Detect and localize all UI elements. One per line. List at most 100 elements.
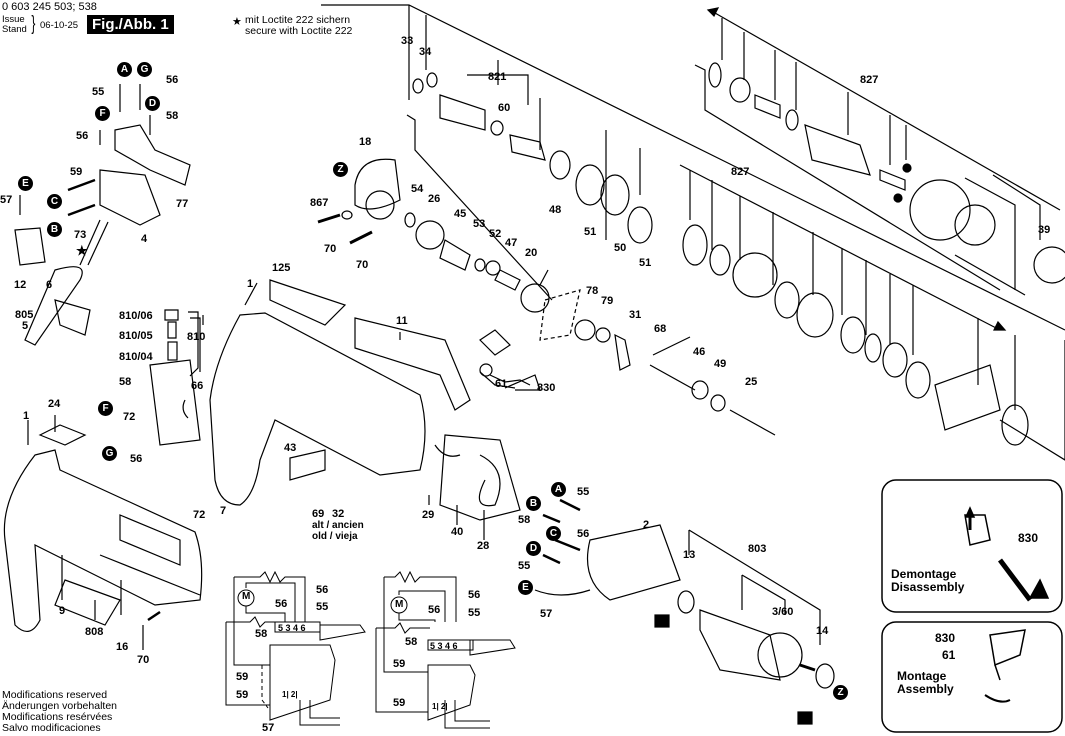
panel-part-830: 830 <box>1018 531 1039 545</box>
callout-18: 18 <box>359 136 372 148</box>
motor-section <box>534 498 835 725</box>
wiring-callout-55: 55 <box>316 601 329 613</box>
callout-125: 125 <box>272 262 291 274</box>
callout-72: 72 <box>193 509 206 521</box>
callout-830: 830 <box>537 382 556 394</box>
clutch-parts <box>682 224 1029 446</box>
wiring-diagram-left <box>225 570 366 726</box>
callout-827: 827 <box>731 166 750 178</box>
wiring-callout-55: 55 <box>468 607 481 619</box>
callout-25: 25 <box>745 376 758 388</box>
bullet-e: E <box>518 580 533 595</box>
wiring-callout-58: 58 <box>255 628 268 640</box>
callout-61: 61 <box>495 378 508 390</box>
callout-805: 805 <box>15 309 34 321</box>
callout-58: 58 <box>166 110 179 122</box>
callout-70: 70 <box>356 259 369 271</box>
callout-1: 1 <box>23 410 30 422</box>
callout-58: 58 <box>518 514 531 526</box>
callout-55: 55 <box>92 86 105 98</box>
callout-24: 24 <box>48 398 61 410</box>
bullet-f: F <box>98 401 113 416</box>
callout-70: 70 <box>324 243 337 255</box>
chuck-parts <box>708 62 1065 296</box>
callout-14: 14 <box>816 625 829 637</box>
star-icon: ★ <box>76 243 88 258</box>
footer-line-fr: Modifications resérvées <box>2 711 113 723</box>
wiring-callout-56: 56 <box>316 584 329 596</box>
issue-label-en: Issue <box>2 14 25 25</box>
callout-56: 56 <box>577 528 590 540</box>
callout-46: 46 <box>693 346 706 358</box>
bullet-d: D <box>145 96 160 111</box>
lower-gear-bracket <box>679 164 1065 461</box>
assembly-line-2: Assembly <box>897 682 954 696</box>
bullet-a: A <box>117 62 132 77</box>
assembly-line-1: Montage <box>897 669 947 683</box>
callout-55: 55 <box>577 486 590 498</box>
callout-34: 34 <box>419 46 432 58</box>
callout-5: 5 <box>22 320 29 332</box>
figure-label: Fig./Abb. 1 <box>87 15 174 34</box>
callout-803: 803 <box>748 543 767 555</box>
callout-68: 68 <box>654 323 667 335</box>
footer-line-en: Modifications reserved <box>2 689 108 701</box>
callout-51: 51 <box>639 257 652 269</box>
callout-9: 9 <box>59 605 66 617</box>
callout-70: 70 <box>137 654 150 666</box>
callout-13: 13 <box>683 549 696 561</box>
callout-59: 59 <box>70 166 83 178</box>
upper-parts <box>317 72 653 313</box>
callout-39: 39 <box>1038 224 1051 236</box>
callout-827: 827 <box>860 74 879 86</box>
wiring-callout-56: 56 <box>428 604 441 616</box>
chuck-bracket <box>694 7 1061 291</box>
callout-51: 51 <box>584 226 597 238</box>
callout-55: 55 <box>518 560 531 572</box>
disassembly-label: Demontage Disassembly <box>891 568 964 594</box>
callout-49: 49 <box>714 358 727 370</box>
callout-12: 12 <box>14 279 27 291</box>
switch-assembly <box>14 84 191 346</box>
callout-16: 16 <box>116 641 129 653</box>
bullet-a: A <box>551 482 566 497</box>
bullet-f: F <box>95 106 110 121</box>
loctite-de: mit Loctite 222 sichern <box>245 14 351 26</box>
callout-50: 50 <box>614 242 627 254</box>
callout-33: 33 <box>401 35 414 47</box>
star-icon: ★ <box>232 16 242 28</box>
callout-1: 1 <box>247 278 254 290</box>
callout-810-06: 810/06 <box>119 310 153 322</box>
part-numbers: 0 603 245 503; 538 <box>2 1 97 13</box>
callout-810: 810 <box>187 331 206 343</box>
callout-73: 73 <box>74 229 87 241</box>
wiring-callout-56: 56 <box>275 598 288 610</box>
terminal-labels: 5 3 4 6 <box>430 641 458 651</box>
wiring-callout-58: 58 <box>405 636 418 648</box>
callout-808: 808 <box>85 626 104 638</box>
callout-45: 45 <box>454 208 467 220</box>
callout-56: 56 <box>166 74 179 86</box>
callout-78: 78 <box>586 285 599 297</box>
callout-7: 7 <box>220 505 227 517</box>
panel-part-830: 830 <box>935 631 956 645</box>
panel-part-61: 61 <box>942 648 956 662</box>
callout-77: 77 <box>176 198 189 210</box>
brush-holder <box>149 309 201 446</box>
callout-60: 60 <box>498 102 511 114</box>
bullet-b: B <box>47 222 62 237</box>
callout-79: 79 <box>601 295 614 307</box>
wiring-callout-59: 59 <box>393 658 406 670</box>
bullet-g: G <box>137 62 152 77</box>
wiring-callout-59: 59 <box>236 689 249 701</box>
callout-57: 57 <box>540 608 553 620</box>
callout-47: 47 <box>505 237 518 249</box>
callout-810-04: 810/04 <box>119 351 153 363</box>
housing-front <box>3 424 203 632</box>
issue-label-de: Stand <box>2 24 27 35</box>
terminal-labels: 5 3 4 6 <box>278 623 306 633</box>
callout-57: 57 <box>0 194 13 206</box>
disassembly-line-2: Disassembly <box>891 580 965 594</box>
motor-symbol: M <box>395 599 404 610</box>
footer-line-de: Änderungen vorbehalten <box>2 700 118 712</box>
